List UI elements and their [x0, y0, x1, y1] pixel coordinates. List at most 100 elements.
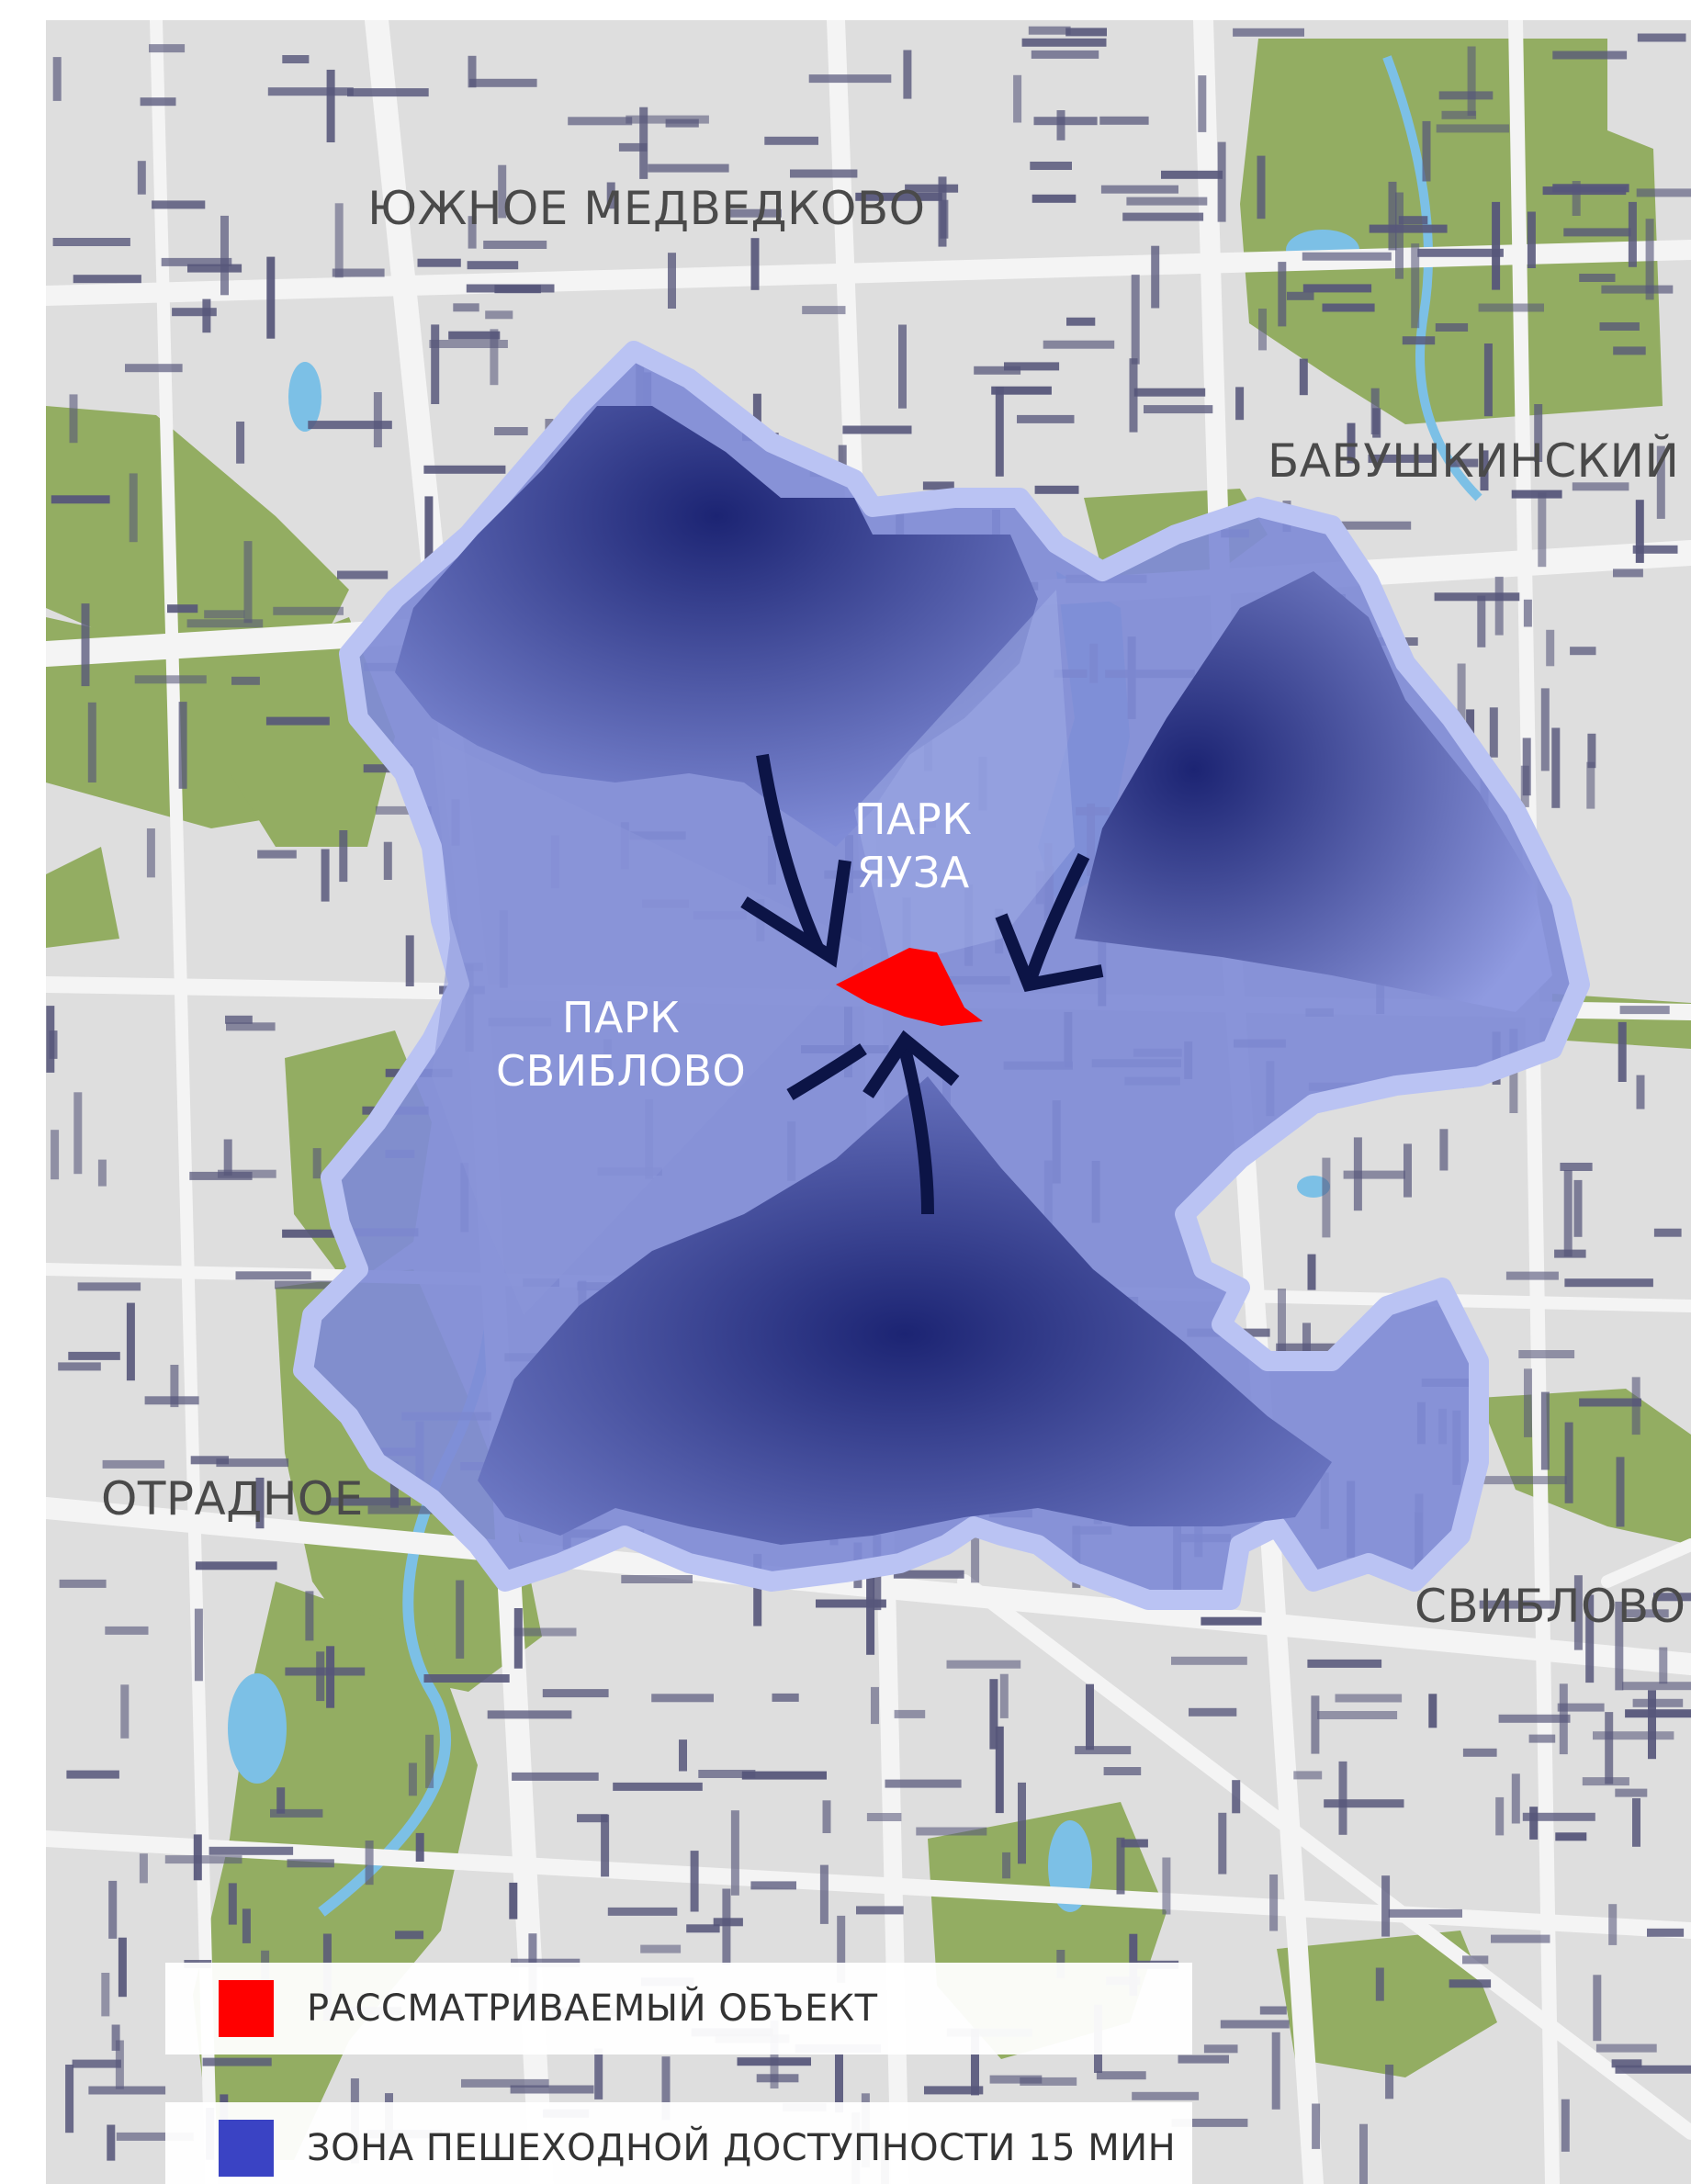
building — [59, 1579, 107, 1588]
building — [1121, 1839, 1148, 1848]
building — [722, 1888, 731, 1965]
park-label-sviblovo-line1: ПАРК — [561, 993, 681, 1042]
building — [282, 55, 310, 63]
building — [1579, 274, 1616, 282]
building — [1434, 592, 1520, 602]
building — [1605, 1712, 1614, 1784]
building — [146, 828, 155, 878]
building — [1201, 1616, 1262, 1626]
building — [68, 1351, 120, 1360]
building — [750, 1881, 796, 1890]
building — [423, 1674, 510, 1683]
building — [73, 275, 141, 284]
building — [1615, 1601, 1624, 1691]
building — [1287, 291, 1314, 300]
building — [326, 1646, 335, 1708]
building — [1538, 492, 1547, 568]
building — [1450, 458, 1479, 467]
building — [1551, 727, 1561, 808]
building — [321, 849, 330, 902]
building — [337, 570, 389, 580]
building — [242, 1908, 251, 1943]
building — [1436, 124, 1510, 133]
building — [152, 200, 206, 209]
building — [601, 1814, 610, 1877]
building — [266, 256, 276, 339]
building — [1322, 1157, 1331, 1238]
building — [1483, 343, 1493, 417]
building — [81, 603, 90, 687]
building — [1338, 1761, 1347, 1835]
building — [1030, 162, 1072, 170]
building — [1232, 1780, 1241, 1814]
building — [1554, 1249, 1586, 1258]
building — [1572, 482, 1629, 491]
building — [1086, 1683, 1094, 1751]
building — [448, 331, 501, 340]
building — [1561, 2099, 1570, 2152]
building — [822, 1800, 831, 1833]
building — [1552, 51, 1628, 60]
building — [1622, 1682, 1691, 1691]
legend: РАССМАТРИВАЕМЫЙ ОБЪЕКТ ЗОНА ПЕШЕХОДНОЙ Д… — [165, 1963, 1268, 2184]
building — [1233, 28, 1304, 37]
building — [1441, 110, 1477, 119]
park-label-yauza-line2: ЯУЗА — [856, 847, 970, 897]
building — [1480, 450, 1489, 491]
building — [1381, 1875, 1391, 1937]
building — [1653, 1228, 1682, 1237]
building — [753, 1553, 762, 1627]
building — [52, 57, 62, 101]
building — [367, 1505, 436, 1514]
building — [190, 1456, 229, 1465]
building — [893, 1570, 964, 1579]
building — [1462, 1955, 1489, 1964]
building — [1002, 1852, 1011, 1879]
building — [226, 1022, 276, 1031]
building — [1635, 500, 1644, 563]
building — [577, 1814, 608, 1823]
building — [989, 2075, 1043, 2084]
building — [339, 830, 348, 883]
building — [1402, 336, 1436, 345]
building — [1004, 362, 1060, 371]
building — [102, 1459, 165, 1469]
building — [1324, 1799, 1404, 1808]
building — [1031, 50, 1099, 59]
building — [618, 142, 648, 152]
building — [1505, 1271, 1559, 1280]
building — [835, 2053, 843, 2113]
building — [1144, 405, 1213, 414]
building — [686, 1924, 720, 1933]
building — [1457, 663, 1466, 725]
building — [1428, 1694, 1437, 1728]
arrow-icon-group — [740, 753, 1104, 1215]
building — [1601, 285, 1674, 294]
building — [88, 2086, 166, 2095]
building — [1534, 404, 1543, 462]
building — [1198, 75, 1207, 132]
building — [1439, 1129, 1449, 1171]
building — [842, 425, 912, 434]
building — [999, 1673, 1009, 1718]
building — [1595, 2043, 1657, 2053]
building — [1625, 1709, 1691, 1718]
building — [332, 268, 385, 277]
arrow-icon — [740, 753, 851, 968]
building — [607, 1907, 678, 1916]
building — [995, 1726, 1004, 1814]
building — [134, 675, 207, 684]
building — [1564, 1278, 1653, 1288]
building — [1404, 1143, 1412, 1198]
legend-label-zone: ЗОНА ПЕШЕХОДНОЙ ДОСТУПНОСТИ 15 МИН — [307, 2127, 1177, 2169]
building — [1066, 317, 1096, 326]
building — [1560, 1163, 1593, 1171]
building — [750, 238, 760, 290]
building — [1269, 1874, 1279, 1931]
building — [1353, 1137, 1362, 1211]
building — [639, 107, 648, 179]
district-label-north: ЮЖНОЕ МЕДВЕДКОВО — [367, 182, 926, 235]
building — [218, 1169, 276, 1178]
building — [1017, 414, 1075, 423]
building — [1317, 1711, 1398, 1719]
